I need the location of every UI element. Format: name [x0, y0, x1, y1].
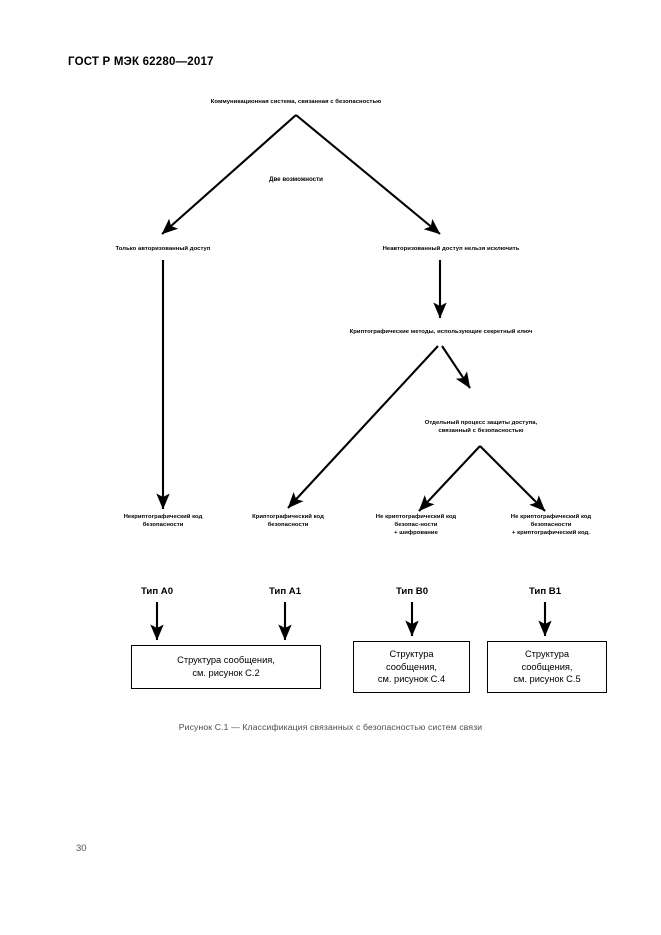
- edge-crypto-to-separate-process: [441, 345, 471, 389]
- label-two-possibilities: Две возможности: [269, 176, 323, 183]
- node-root: Коммуникационная система, связанная с бе…: [210, 99, 382, 105]
- node-crypto-methods: Криптографические методы, использующие с…: [349, 329, 533, 335]
- type-label-a0: Тип A0: [140, 586, 174, 597]
- node-separate-process: Отдельный процесс защиты доступа, связан…: [424, 420, 538, 435]
- edge-root-to-unauthorized: [295, 114, 441, 235]
- msg-box-c5: Структура сообщения, см. рисунок С.5: [487, 641, 607, 693]
- node-leaf-a0: Некриптографический код безопасности: [123, 514, 203, 529]
- figure-caption: Рисунок С.1 — Классификация связанных с …: [178, 722, 483, 732]
- node-unauthorized-access: Неавторизованный доступ нельзя исключить: [382, 246, 520, 252]
- edge-process-to-leaf-b0: [418, 445, 481, 512]
- msg-box-c2: Структура сообщения, см. рисунок С.2: [131, 645, 321, 689]
- node-authorized-access: Только авторизованный доступ: [115, 246, 211, 252]
- page-number: 30: [76, 843, 87, 854]
- type-label-a1: Тип A1: [268, 586, 302, 597]
- node-leaf-b0: Не криптографический код безопас-ности +…: [375, 514, 457, 537]
- msg-box-c4: Структура сообщения, см. рисунок С.4: [353, 641, 470, 693]
- edge-process-to-leaf-b1: [479, 445, 546, 512]
- document-header: ГОСТ Р МЭК 62280—2017: [68, 56, 214, 68]
- figure-connectors: [150, 114, 552, 641]
- type-label-b0: Тип B0: [395, 586, 429, 597]
- edge-crypto-to-leaf-a1: [287, 345, 439, 509]
- figure-c1: Коммуникационная система, связанная с бе…: [0, 88, 661, 718]
- node-leaf-a1: Криптографический код безопасности: [252, 514, 324, 529]
- edge-root-to-authorized: [161, 114, 297, 235]
- type-label-b1: Тип B1: [528, 586, 562, 597]
- node-leaf-b1: Не криптографический код безопасности + …: [510, 514, 592, 537]
